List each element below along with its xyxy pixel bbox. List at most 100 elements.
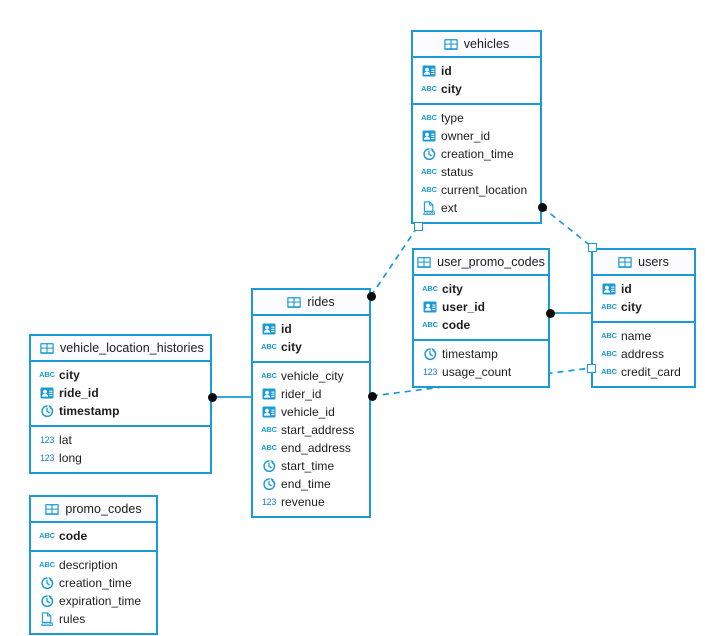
field-row[interactable]: vehicle_id — [253, 403, 369, 421]
field-name: expiration_time — [59, 594, 142, 608]
svg-text:JSON: JSON — [41, 621, 54, 626]
abc-icon: ABC — [261, 443, 277, 453]
field-name: rider_id — [281, 387, 322, 401]
field-name: ext — [441, 201, 458, 215]
table-icon — [45, 502, 60, 516]
field-name: city — [621, 300, 642, 314]
relationship-line-vehicles-users — [541, 206, 593, 248]
person-card-icon — [422, 129, 436, 143]
abc-icon: ABC — [601, 349, 617, 359]
abc-icon: ABC — [421, 84, 437, 94]
field-name: city — [281, 340, 302, 354]
field-row[interactable]: ABC city — [593, 298, 694, 316]
abc-icon: ABC — [39, 560, 55, 570]
field-row[interactable]: creation_time — [31, 574, 156, 592]
field-row[interactable]: rider_id — [253, 385, 369, 403]
table-header[interactable]: vehicles — [413, 32, 540, 58]
field-row[interactable]: expiration_time — [31, 592, 156, 610]
json-icon: JSON — [422, 201, 436, 215]
relationship-line-rides-vehicles — [370, 225, 419, 297]
field-row[interactable]: timestamp — [31, 402, 210, 420]
field-name: usage_count — [442, 365, 512, 379]
abc-icon: ABC — [421, 167, 437, 177]
field-row[interactable]: id — [593, 280, 694, 298]
field-row[interactable]: ABC type — [413, 109, 540, 127]
field-name: creation_time — [59, 576, 132, 590]
clock-icon — [40, 576, 54, 590]
field-row[interactable]: id — [413, 62, 540, 80]
abc-icon: ABC — [601, 302, 617, 312]
table-icon — [287, 295, 302, 309]
field-row[interactable]: ABC start_address — [253, 421, 369, 439]
table-header[interactable]: users — [593, 250, 694, 276]
abc-icon: ABC — [261, 425, 277, 435]
table-header[interactable]: vehicle_location_histories — [31, 336, 210, 362]
svg-text:JSON: JSON — [423, 210, 436, 215]
table-header[interactable]: promo_codes — [31, 497, 156, 523]
field-name: address — [621, 347, 665, 361]
field-row[interactable]: id — [253, 320, 369, 338]
field-row[interactable]: creation_time — [413, 145, 540, 163]
field-row[interactable]: owner_id — [413, 127, 540, 145]
field-row[interactable]: ABC city — [413, 80, 540, 98]
table-header[interactable]: rides — [253, 290, 369, 316]
table-header[interactable]: user_promo_codes — [414, 250, 548, 276]
field-name: start_address — [281, 423, 355, 437]
123-icon: 123 — [39, 434, 55, 445]
field-row[interactable]: 123 lat — [31, 431, 210, 449]
field-row[interactable]: ride_id — [31, 384, 210, 402]
field-row[interactable]: JSON ext — [413, 199, 540, 217]
field-name: start_time — [281, 459, 335, 473]
field-name: type — [441, 111, 464, 125]
field-name: long — [59, 451, 82, 465]
field-row[interactable]: start_time — [253, 457, 369, 475]
field-row[interactable]: timestamp — [414, 345, 548, 363]
abc-icon: ABC — [39, 370, 55, 380]
abc-icon: ABC — [39, 531, 55, 541]
field-row[interactable]: ABC address — [593, 345, 694, 363]
abc-icon: ABC — [421, 113, 437, 123]
field-name: id — [621, 282, 632, 296]
field-name: revenue — [281, 495, 325, 509]
table-title: rides — [307, 295, 335, 309]
field-name: lat — [59, 433, 72, 447]
field-name: creation_time — [441, 147, 514, 161]
person-card-icon — [262, 387, 276, 401]
field-row[interactable]: end_time — [253, 475, 369, 493]
table-title: vehicle_location_histories — [60, 341, 204, 355]
field-name: city — [441, 82, 462, 96]
abc-icon: ABC — [601, 367, 617, 377]
field-row[interactable]: user_id — [414, 298, 548, 316]
